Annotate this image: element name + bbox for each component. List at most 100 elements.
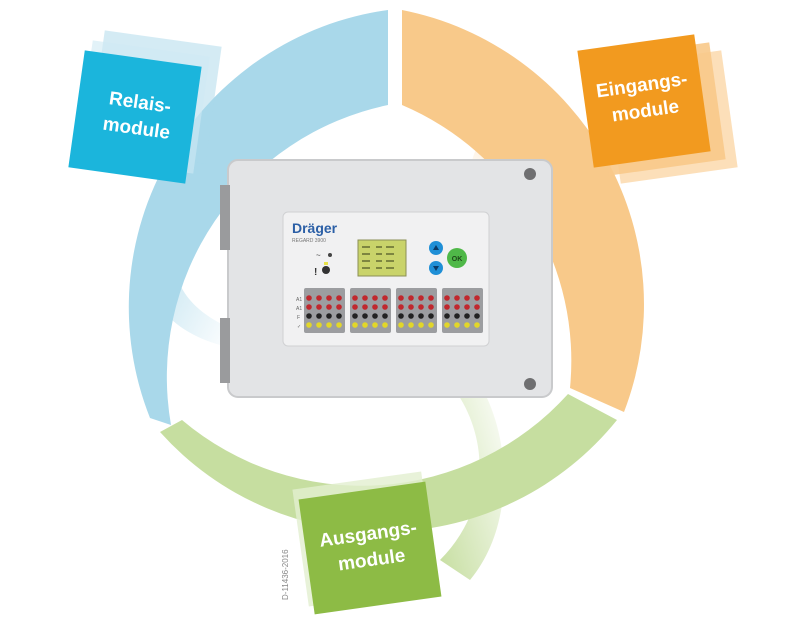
ring-segment-blue	[128, 10, 388, 425]
channel-led	[454, 313, 460, 319]
channel-led	[418, 322, 424, 328]
down-arrow-icon	[433, 266, 439, 271]
channel-group	[304, 288, 345, 333]
channel-led	[336, 304, 342, 310]
channel-led	[454, 295, 460, 301]
channel-led	[372, 295, 378, 301]
channel-led	[474, 304, 480, 310]
channel-led	[336, 295, 342, 301]
power-icon: ~	[316, 251, 321, 260]
channel-led	[398, 295, 404, 301]
channel-led	[444, 304, 450, 310]
channel-led	[352, 304, 358, 310]
channel-led	[326, 322, 332, 328]
ok-button[interactable]	[447, 248, 467, 268]
brand-logo: Dräger	[292, 220, 338, 236]
channel-led	[316, 304, 322, 310]
channel-group	[442, 288, 483, 333]
channel-led	[352, 322, 358, 328]
channel-led	[352, 313, 358, 319]
screw-top-right	[524, 168, 536, 180]
figure-code: D-11436-2016	[281, 549, 290, 600]
channel-led	[362, 295, 368, 301]
channel-led	[418, 295, 424, 301]
channel-led	[398, 304, 404, 310]
channel-led	[454, 304, 460, 310]
channel-led	[336, 322, 342, 328]
channel-led	[362, 313, 368, 319]
channel-led	[336, 313, 342, 319]
channel-led	[326, 304, 332, 310]
channel-led	[372, 313, 378, 319]
row-label-f: F	[297, 315, 300, 321]
relais-module-box	[68, 50, 202, 184]
channel-led	[316, 313, 322, 319]
channel-led	[326, 313, 332, 319]
channel-led	[464, 313, 470, 319]
channel-led	[444, 313, 450, 319]
channel-led	[316, 322, 322, 328]
channel-group	[396, 288, 437, 333]
channel-led	[474, 322, 480, 328]
swirl-arrow-green	[440, 370, 504, 580]
power-led	[328, 253, 332, 257]
ok-label: OK	[452, 256, 463, 263]
channel-led	[474, 313, 480, 319]
channel-led	[418, 313, 424, 319]
channel-led	[306, 304, 312, 310]
channel-led	[352, 295, 358, 301]
channel-group	[350, 288, 391, 333]
channel-led	[408, 313, 414, 319]
alarm-led	[324, 262, 328, 265]
channel-led	[408, 295, 414, 301]
channel-led	[362, 304, 368, 310]
row-label-check: ✓	[297, 324, 301, 330]
channel-led-grid	[304, 288, 483, 333]
control-unit: Dräger REGARD 3900 ~ ! OK A1 A1 F ✓	[220, 159, 553, 398]
channel-led	[382, 304, 388, 310]
channel-led	[428, 304, 434, 310]
channel-led	[306, 322, 312, 328]
warning-icon: !	[314, 267, 317, 278]
channel-led	[398, 313, 404, 319]
ausgang-module-box	[298, 481, 442, 615]
channel-led	[372, 304, 378, 310]
row-label-a1-2: A1	[296, 306, 302, 312]
eingang-module-box	[577, 34, 711, 168]
reset-button[interactable]	[322, 266, 330, 274]
lcd-display	[357, 239, 407, 277]
channel-led	[326, 295, 332, 301]
eingang-module-card: Eingangs- module	[577, 34, 738, 184]
channel-led	[408, 322, 414, 328]
channel-led	[428, 322, 434, 328]
ring-segment-orange	[402, 10, 644, 412]
row-label-a1: A1	[296, 297, 302, 303]
channel-led	[306, 313, 312, 319]
channel-led	[372, 322, 378, 328]
channel-led	[464, 295, 470, 301]
swirl-arrow-orange	[470, 109, 580, 175]
channel-led	[428, 313, 434, 319]
channel-led	[418, 304, 424, 310]
channel-led	[362, 322, 368, 328]
channel-led	[474, 295, 480, 301]
channel-led	[444, 322, 450, 328]
channel-led	[398, 322, 404, 328]
channel-led	[382, 313, 388, 319]
channel-led	[464, 322, 470, 328]
channel-led	[306, 295, 312, 301]
channel-led	[454, 322, 460, 328]
channel-led	[464, 304, 470, 310]
channel-led	[428, 295, 434, 301]
swirl-arrow-blue	[143, 170, 235, 345]
channel-led	[382, 295, 388, 301]
relais-module-card: Relais- module	[68, 30, 222, 184]
screw-bottom-right	[524, 378, 536, 390]
model-label: REGARD 3900	[292, 238, 326, 244]
channel-led	[444, 295, 450, 301]
up-arrow-icon	[433, 245, 439, 250]
ausgang-module-card: Ausgangs- module	[292, 471, 442, 615]
channel-led	[408, 304, 414, 310]
channel-led	[382, 322, 388, 328]
